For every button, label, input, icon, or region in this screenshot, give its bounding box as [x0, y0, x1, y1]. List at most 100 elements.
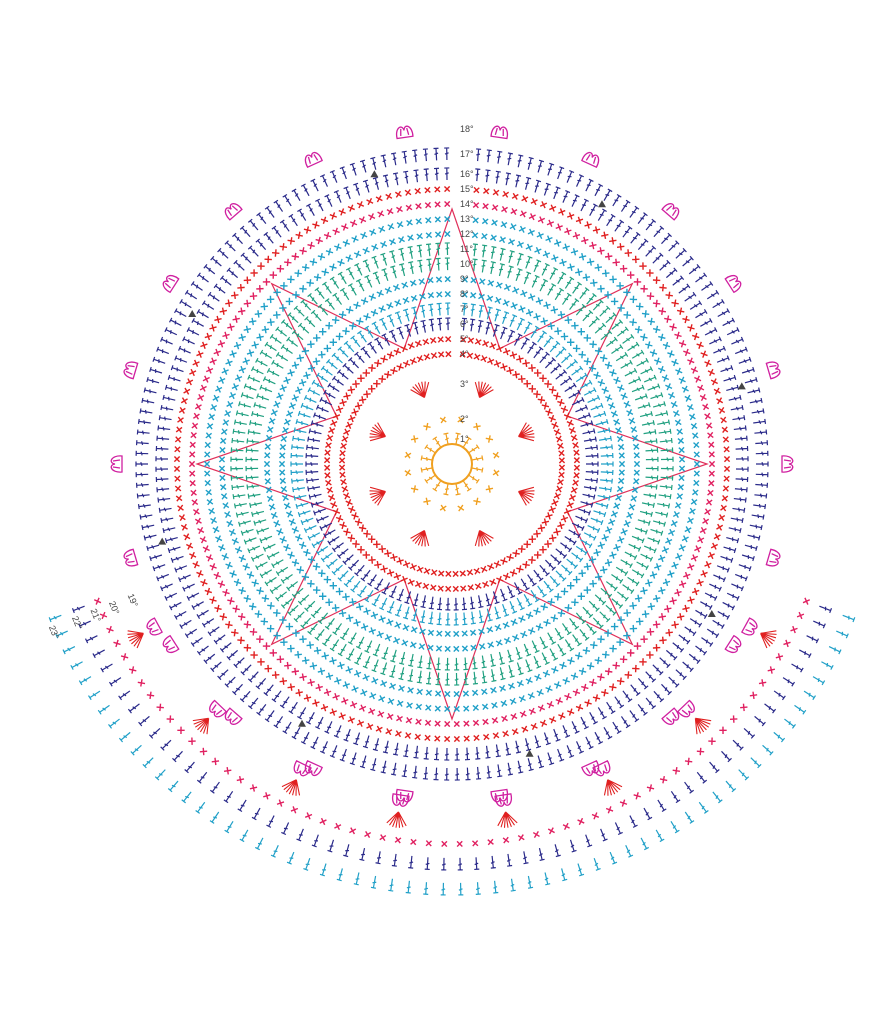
stitch-r16	[373, 738, 381, 751]
stitch-r16	[403, 744, 410, 757]
stitch-r13	[397, 700, 403, 706]
stitch-r8	[602, 387, 609, 394]
stitch-r10	[252, 411, 265, 419]
stitch-r17	[749, 523, 762, 530]
stitch-r13	[406, 702, 412, 708]
stitch-r10	[560, 622, 571, 635]
stitch-r9	[551, 614, 558, 621]
stitch-r8	[280, 444, 286, 450]
stitch-r10	[287, 337, 300, 348]
stitch-r13	[222, 553, 229, 560]
stitch-r15	[512, 193, 518, 199]
stitch-r12	[220, 484, 226, 490]
stitch-r17	[147, 543, 160, 551]
stitch-r5	[561, 515, 568, 522]
stitch-r8	[487, 295, 493, 301]
stitch-r11	[540, 264, 550, 277]
stitch-r6	[368, 573, 379, 586]
stitch-r12	[575, 652, 582, 659]
stitch-r13	[510, 224, 516, 230]
stitch-r13	[209, 414, 215, 420]
stitch-r9	[402, 640, 408, 646]
stitch-r17	[137, 492, 149, 498]
stitch-r14	[709, 442, 715, 448]
stitch-r17	[755, 482, 767, 488]
stitch-r20	[190, 712, 215, 737]
stitch-r9	[543, 302, 550, 309]
stitch-r23	[182, 790, 193, 803]
stitch-r9	[267, 495, 273, 501]
stitch-r12	[472, 690, 478, 696]
stitch-r14	[683, 572, 690, 579]
stitch-r11	[643, 375, 656, 384]
stitch-r14	[359, 217, 366, 224]
stitch-r11	[417, 670, 424, 683]
round-label: 9°	[460, 274, 469, 284]
stitch-r15	[178, 505, 184, 511]
stitch-r6	[538, 564, 550, 576]
stitch-r23	[828, 644, 841, 654]
stitch-r15	[653, 277, 660, 284]
stitch-r13	[602, 270, 609, 277]
stitch-r15	[714, 388, 720, 394]
stitch-r14	[218, 340, 225, 347]
stitch-r16	[168, 375, 181, 383]
stitch-r14	[250, 292, 257, 299]
stitch-r16	[383, 175, 391, 188]
stitch-r17	[283, 721, 294, 734]
stitch-r17	[137, 430, 149, 436]
stitch-r17	[619, 200, 630, 213]
stitch-r8	[387, 302, 394, 309]
stitch-r11	[548, 647, 558, 660]
stitch-r17	[140, 408, 153, 415]
stitch-r15	[705, 561, 712, 568]
stitch-r12	[526, 244, 533, 251]
stitch-r7	[493, 606, 501, 619]
stitch-r4	[549, 415, 556, 422]
stitch-r17	[485, 150, 491, 163]
stitch-r9	[445, 646, 450, 651]
stitch-r8	[318, 351, 325, 358]
stitch-r15	[653, 644, 660, 651]
stitch-r15	[348, 717, 355, 724]
stitch-r15	[405, 733, 411, 739]
stitch-r11	[330, 638, 341, 651]
stitch-r17	[741, 367, 754, 375]
stitch-r14	[597, 673, 604, 680]
stitch-r12	[463, 691, 469, 697]
stitch-r8	[605, 395, 612, 402]
stitch-r5	[569, 494, 575, 500]
stitch-r8	[279, 470, 284, 475]
stitch-r5	[553, 528, 560, 535]
stitch-r8	[619, 470, 624, 475]
stitch-r14	[396, 716, 402, 722]
stitch-r8	[561, 588, 568, 595]
stitch-r12	[671, 401, 677, 407]
stitch-r12	[273, 311, 280, 318]
stitch-r23	[441, 883, 446, 895]
stitch-r14	[454, 721, 459, 726]
stitch-r10	[514, 269, 523, 282]
stitch-r12	[220, 447, 226, 453]
stitch-r13	[687, 517, 693, 523]
stitch-r15	[666, 629, 673, 636]
stitch-r16	[272, 226, 283, 239]
stitch-r17	[191, 281, 204, 292]
stitch-r14	[341, 224, 348, 231]
stitch-r23	[89, 689, 102, 700]
stitch-r5	[328, 427, 334, 433]
stitch-r5	[564, 413, 571, 420]
stitch-r9	[626, 512, 632, 518]
stitch-r16	[694, 608, 707, 618]
stitch-r8	[533, 313, 540, 320]
stitch-r13	[302, 264, 309, 271]
stitch-r7	[548, 341, 560, 353]
stitch-r22	[441, 858, 446, 870]
stitch-r22	[568, 839, 576, 852]
stitch-r7	[338, 569, 350, 581]
stitch-r11	[232, 484, 244, 490]
round-label-ext: 20°	[107, 600, 122, 617]
stitch-r11	[621, 583, 634, 594]
stitch-r21	[768, 666, 775, 673]
stitch-r12	[262, 595, 269, 602]
